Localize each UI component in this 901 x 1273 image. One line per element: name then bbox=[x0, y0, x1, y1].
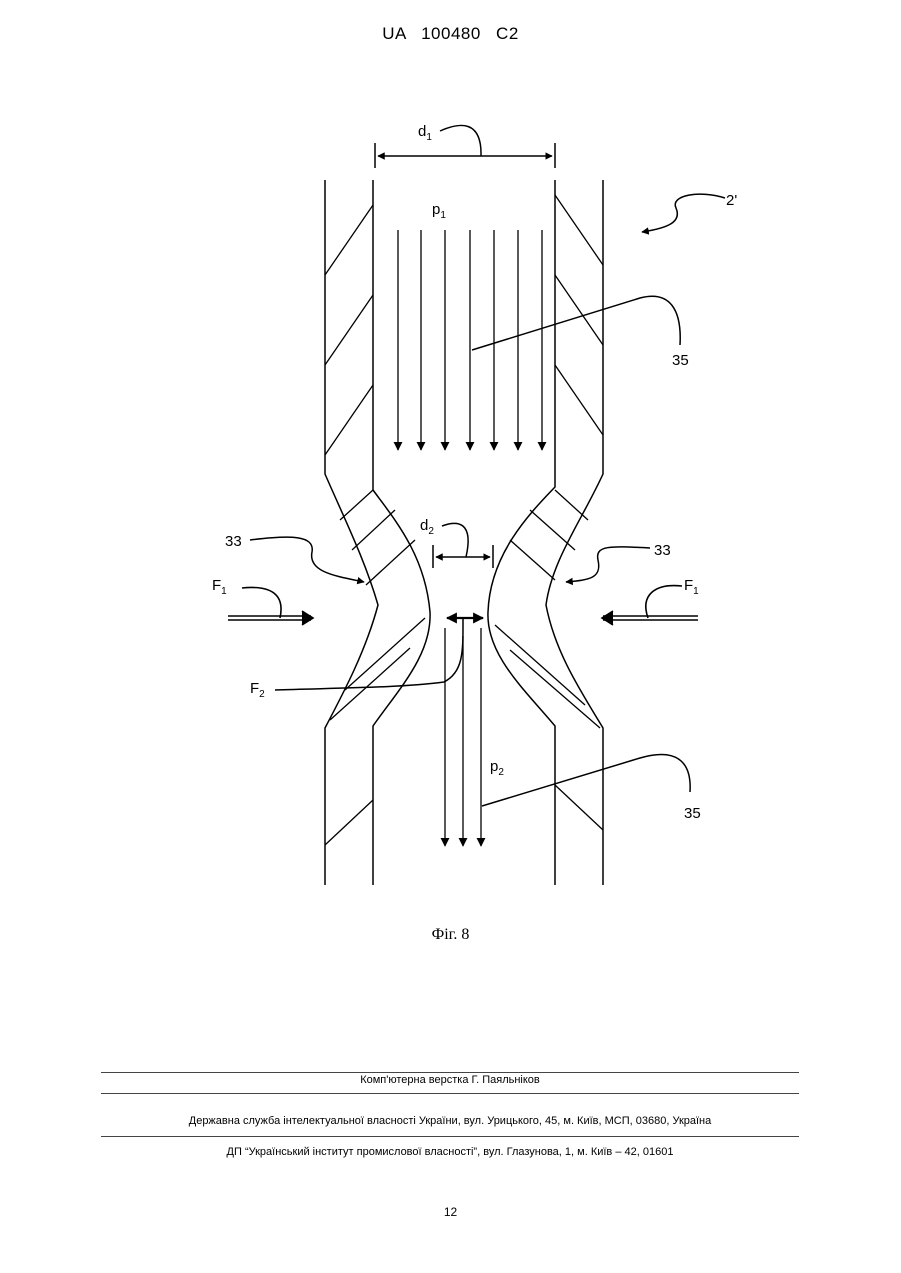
leader-33-left bbox=[250, 537, 364, 582]
force-arrow-F1-left bbox=[228, 587, 313, 625]
figure-caption: Фіг. 8 bbox=[0, 926, 901, 944]
label-d1: d bbox=[418, 123, 426, 140]
footer-agency: Державна служба інтелектуальної власност… bbox=[101, 1115, 799, 1127]
footer-rule-1 bbox=[101, 1072, 799, 1073]
svg-text:d1: d1 bbox=[418, 123, 432, 143]
leader-35-top bbox=[472, 296, 680, 350]
footer-rule-3 bbox=[101, 1136, 799, 1137]
leader-2prime bbox=[642, 194, 725, 232]
label-p1: p bbox=[432, 201, 440, 218]
label-ref-33-right: 33 bbox=[654, 542, 671, 559]
flow-arrows-p1 bbox=[398, 230, 542, 450]
label-F1-left: F bbox=[212, 577, 221, 594]
label-F1-right: F bbox=[684, 577, 693, 594]
d1-dimension-line bbox=[375, 125, 555, 168]
label-p2: p bbox=[490, 758, 498, 775]
force-arrow-F2 bbox=[275, 618, 483, 690]
label-p1-sub: 1 bbox=[440, 210, 446, 221]
svg-text:d2: d2 bbox=[420, 517, 434, 537]
wall-hatching bbox=[325, 195, 603, 845]
label-F2: F bbox=[250, 680, 259, 697]
label-p2-sub: 2 bbox=[498, 767, 504, 778]
svg-text:F2: F2 bbox=[250, 680, 265, 700]
footer-institute: ДП “Український інститут промислової вла… bbox=[101, 1146, 799, 1158]
label-F2-sub: 2 bbox=[259, 689, 265, 700]
page-number: 12 bbox=[0, 1205, 901, 1219]
label-d1-sub: 1 bbox=[426, 132, 432, 143]
right-inner-wall bbox=[488, 180, 555, 885]
label-d2: d bbox=[420, 517, 428, 534]
svg-text:F1: F1 bbox=[684, 577, 699, 597]
leader-35-bottom bbox=[482, 755, 690, 806]
label-F1-right-sub: 1 bbox=[693, 586, 699, 597]
label-F1-left-sub: 1 bbox=[221, 586, 227, 597]
label-ref-2prime: 2' bbox=[726, 192, 737, 209]
svg-text:p1: p1 bbox=[432, 201, 446, 221]
leader-33-right bbox=[566, 547, 650, 582]
footer-rule-2 bbox=[101, 1093, 799, 1094]
d2-dimension-line bbox=[433, 523, 493, 568]
label-ref-35-bottom: 35 bbox=[684, 805, 701, 822]
svg-text:p2: p2 bbox=[490, 758, 504, 778]
svg-text:F1: F1 bbox=[212, 577, 227, 597]
flow-arrows-p2 bbox=[445, 628, 481, 846]
label-ref-33-left: 33 bbox=[225, 533, 242, 550]
label-d2-sub: 2 bbox=[428, 526, 434, 537]
label-ref-35-top: 35 bbox=[672, 352, 689, 369]
footer-layout-credit: Комп'ютерна верстка Г. Паяльніков bbox=[101, 1074, 799, 1086]
